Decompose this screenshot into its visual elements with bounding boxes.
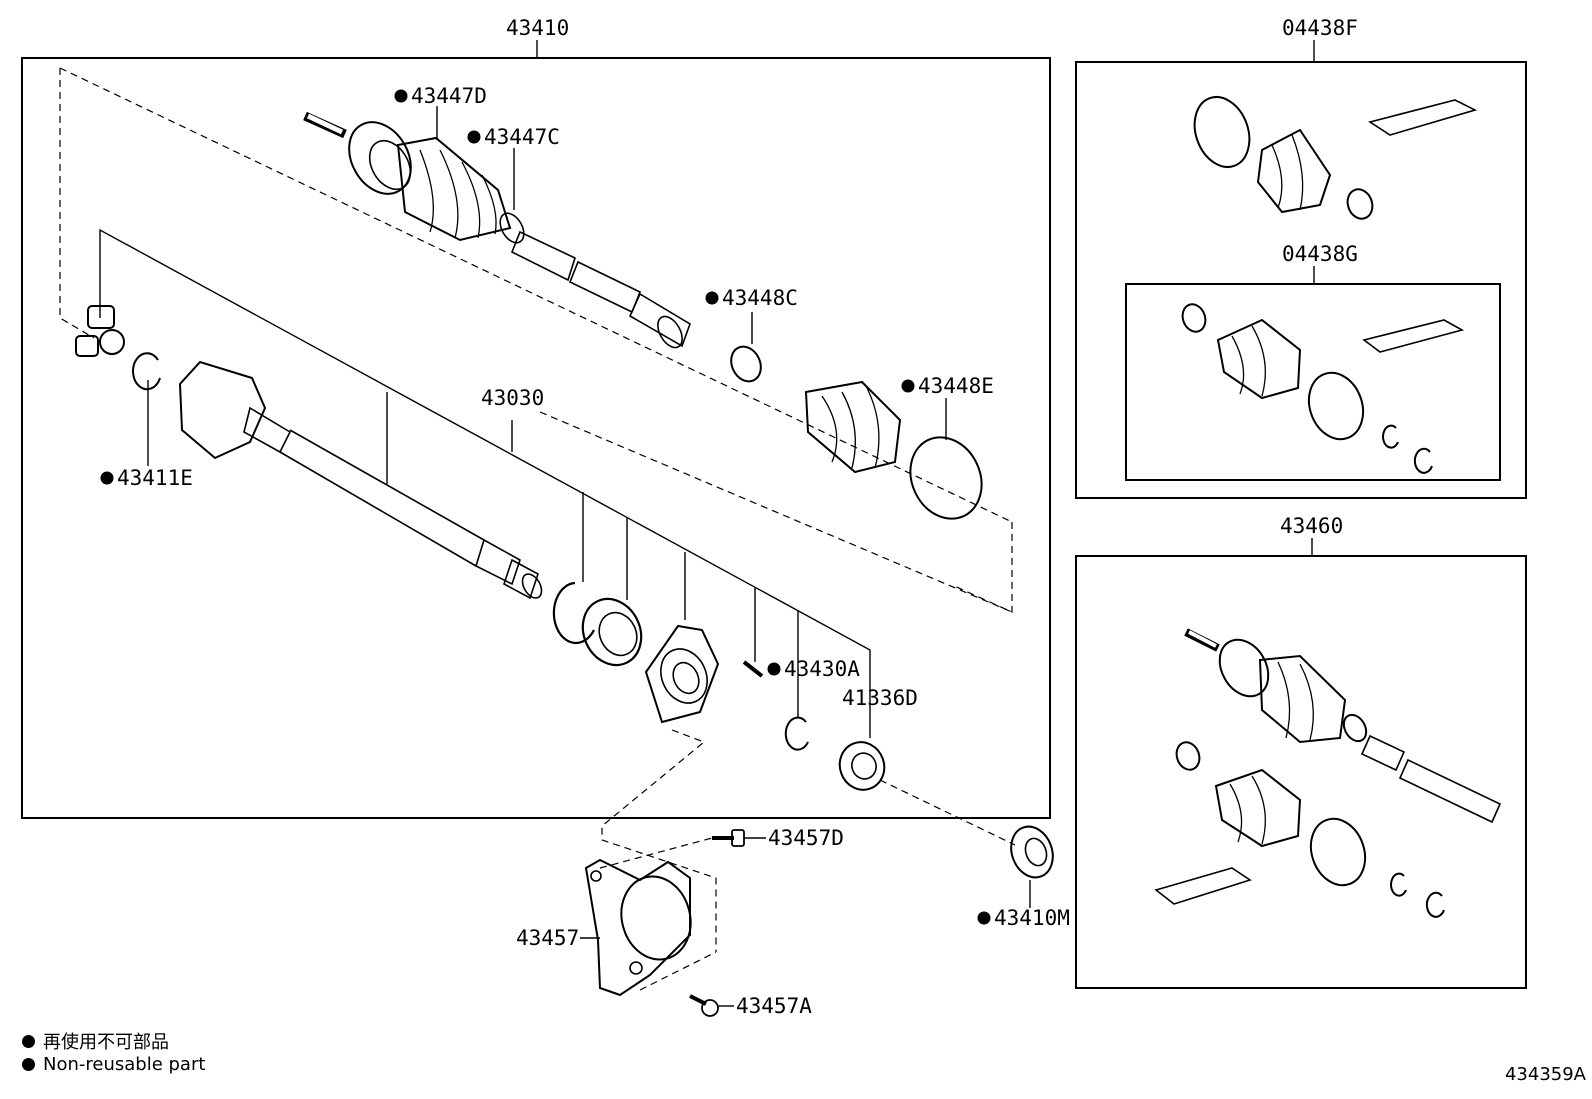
legend-row-en: Non-reusable part xyxy=(22,1054,205,1075)
outer-shaft-assembly xyxy=(303,111,691,349)
bolt-43457D xyxy=(712,829,745,847)
bracket-43030 xyxy=(99,228,871,738)
tripod-joint xyxy=(75,305,125,357)
kit-f-parts xyxy=(1193,96,1478,220)
kit-frame-04438F xyxy=(1075,61,1527,499)
callout-41336D: 41336D xyxy=(842,686,918,710)
callout-43410M: 43410M xyxy=(994,906,1070,930)
bracket-43457 xyxy=(584,858,692,997)
callout-43430A: 43430A xyxy=(784,657,860,681)
right-assy-parts xyxy=(1154,628,1502,918)
callout-43457D: 43457D xyxy=(768,826,844,850)
snap-ring-small xyxy=(784,716,809,751)
bearing-bracket xyxy=(644,624,720,724)
frame-label-43410: 43410 xyxy=(506,16,569,40)
inner-boot xyxy=(804,380,902,474)
clamp-43448C xyxy=(730,345,762,383)
frame-label-04438G: 04438G xyxy=(1282,242,1358,266)
oil-seal xyxy=(838,741,886,791)
frame-label-04438F: 04438F xyxy=(1282,16,1358,40)
non-reusable-dot-icon xyxy=(22,1034,35,1048)
snap-ring-43411E xyxy=(132,352,161,391)
assy-frame-43460 xyxy=(1075,555,1527,989)
inner-shaft xyxy=(178,360,543,600)
non-reusable-dot-icon xyxy=(22,1058,35,1071)
kit-frame-04438G xyxy=(1125,283,1501,481)
callout-43457: 43457 xyxy=(516,926,579,950)
callout-43411E: 43411E xyxy=(117,466,193,490)
callout-43447C: 43447C xyxy=(484,125,560,149)
legend-text-en: Non-reusable part xyxy=(43,1054,206,1075)
main-frame xyxy=(21,57,1051,819)
snap-ring-large xyxy=(552,581,595,645)
callout-43447D: 43447D xyxy=(411,84,487,108)
diagram-id: 434359A xyxy=(1504,1064,1586,1085)
callout-43448C: 43448C xyxy=(722,286,798,310)
bearing xyxy=(581,597,643,667)
dashed-outline-outer xyxy=(59,68,95,339)
legend-row-jp: 再使用不可部品 xyxy=(22,1028,169,1054)
callout-43030: 43030 xyxy=(481,386,544,410)
callout-43448E: 43448E xyxy=(918,374,994,398)
frame-label-43460: 43460 xyxy=(1280,514,1343,538)
bolt-43457A xyxy=(689,994,719,1017)
legend-text-jp: 再使用不可部品 xyxy=(43,1032,169,1053)
clamp-43448E xyxy=(909,436,983,520)
kit-g-parts xyxy=(1181,303,1465,474)
pin xyxy=(742,660,764,678)
callout-43457A: 43457A xyxy=(736,994,812,1018)
seal-43410M xyxy=(1010,825,1054,879)
